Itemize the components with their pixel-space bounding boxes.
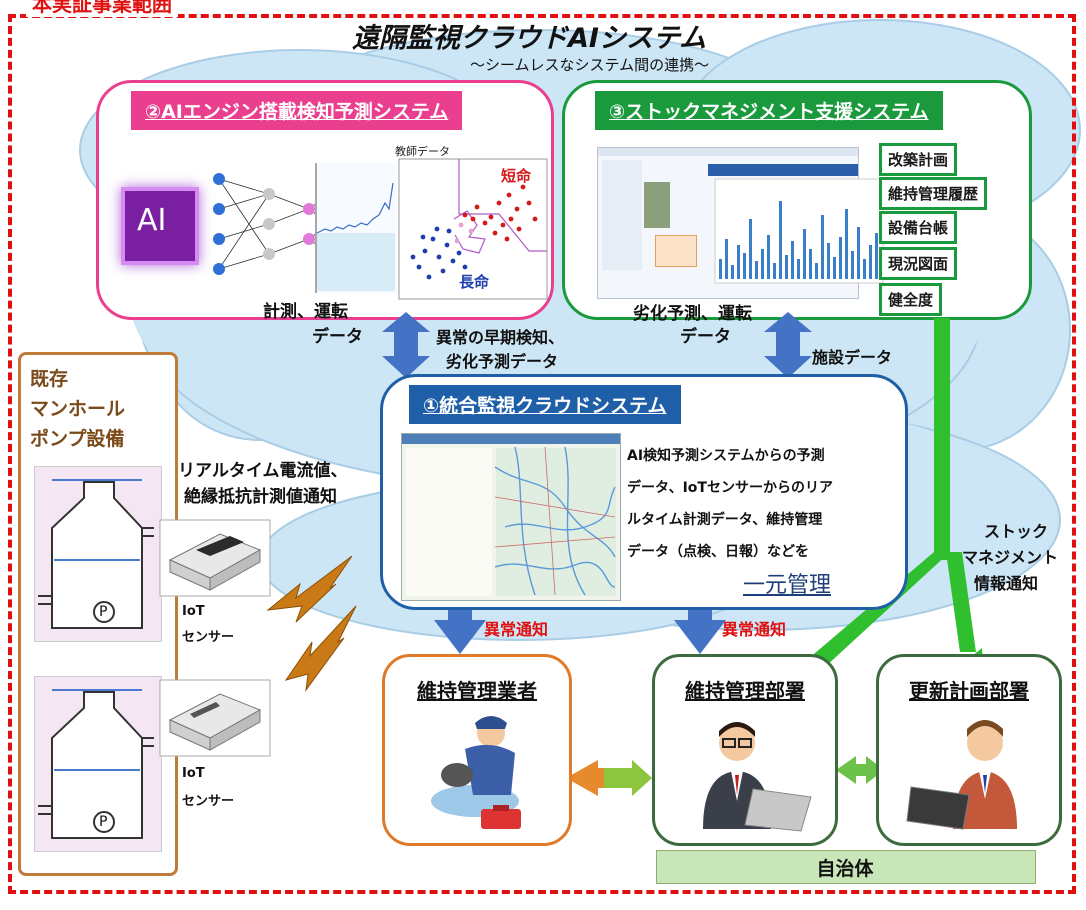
ai-chip-icon: [121, 187, 199, 265]
ai-panel-bottom-label: 計測、運転: [263, 302, 348, 322]
pump-mark-lower: P: [99, 814, 108, 830]
municipality-label: 自治体: [816, 858, 874, 880]
municipality-bar: [656, 850, 1036, 884]
ai-panel-title: ②AIエンジン搭載検知予測システム: [131, 91, 463, 130]
life-scatter-plot: [398, 158, 548, 300]
stock-panel-inner-box: [655, 235, 697, 267]
existing-title-3: ポンプ設備: [30, 428, 125, 450]
alert-label-contractor: 異常通知: [484, 620, 549, 639]
stock-notice-label-2: マネジメント: [962, 548, 1059, 567]
cloud-desc-line-3: ルタイム計測データ、維持管理: [627, 512, 823, 528]
iot-label-lower-2: センサー: [182, 794, 235, 809]
iot-sensor-icon-lower: [159, 679, 271, 757]
office-worker-illustration-2: [906, 720, 1017, 830]
existing-title-2: マンホール: [30, 398, 126, 420]
iot-label-lower-1: IoT: [182, 766, 205, 781]
facility-data-label: 施設データ: [812, 348, 893, 367]
manhole-shape-upper: [38, 479, 154, 629]
project-scope-border: [8, 14, 1076, 894]
ai-detection-panel: ②AIエンジン搭載検知予測システム AI 教師データ: [96, 80, 554, 322]
stock-panel-title: ③ストックマネジメント支援システム: [595, 91, 943, 130]
tag-renovation-plan: 改築計画: [879, 143, 958, 176]
data-label-left: データ: [312, 327, 363, 347]
long-life-label: 長命: [459, 273, 490, 291]
alert-label-maintenance: 異常通知: [722, 620, 787, 639]
realtime-label-1: リアルタイム電流値、: [178, 461, 348, 481]
existing-title-1: 既存: [30, 368, 69, 390]
diagram-title: 遠隔監視クラウドAIシステム: [352, 23, 707, 54]
tag-equipment-ledger: 設備台帳: [879, 211, 958, 244]
integrated-cloud-panel: ①統合監視クラウドシステム AI検知予測システムからの予測 データ、IoTセンサ…: [380, 374, 908, 610]
renewal-dept-title: 更新計画部署: [909, 679, 1029, 703]
worker-illustration: [431, 716, 521, 829]
cloud-panel-title: ①統合監視クラウドシステム: [409, 385, 681, 424]
manhole-shape-lower: [38, 689, 154, 839]
unified-management-label: 一元管理: [743, 573, 832, 598]
iot-label-upper-1: IoT: [182, 604, 205, 619]
stock-notice-label-3: 情報通知: [974, 574, 1039, 593]
early-detection-label-1: 異常の早期検知、: [436, 328, 565, 347]
cloud-desc-line-2: データ、IoTセンサーからのリア: [627, 480, 833, 496]
stock-notice-label-1: ストック: [984, 522, 1049, 541]
maintenance-dept-box: 維持管理部署: [652, 654, 838, 846]
contractor-title: 維持管理業者: [417, 679, 537, 703]
maintenance-dept-title: 維持管理部署: [685, 679, 805, 703]
sensor-trend-graph: [315, 163, 397, 293]
contractor-box: 維持管理業者: [382, 654, 572, 846]
realtime-label-2: 絶縁抵抗計測値通知: [184, 487, 337, 507]
diagram-subtitle: ～シームレスなシステム間の連携～: [470, 56, 710, 74]
stock-bar-chart: [714, 178, 884, 284]
scatter-title: 教師データ: [395, 145, 450, 158]
cloud-desc-line-1: AI検知予測システムからの予測: [627, 448, 825, 464]
stock-management-panel: ③ストックマネジメント支援システム 劣化予測、運転 改築計画 維持管理履歴 設備…: [562, 80, 1032, 324]
cloud-desc-line-4: データ（点検、日報）などを: [627, 544, 809, 560]
stock-panel-bottom-label: 劣化予測、運転: [633, 304, 752, 324]
project-scope-label: 本実証事業範囲: [26, 0, 178, 17]
river-map: [494, 446, 616, 596]
tag-soundness: 健全度: [879, 283, 943, 316]
iot-label-upper-2: センサー: [182, 630, 235, 645]
tag-maintenance-history: 維持管理履歴: [879, 177, 988, 210]
iot-sensor-icon-upper: [159, 519, 271, 597]
tag-current-drawings: 現況図面: [879, 247, 958, 280]
early-detection-label-2: 劣化予測データ: [446, 352, 559, 371]
data-label-right: データ: [680, 327, 731, 347]
pump-mark-upper: P: [99, 604, 108, 620]
short-life-label: 短命: [501, 167, 532, 185]
ai-chip-label: AI: [137, 203, 167, 238]
renewal-dept-box: 更新計画部署: [876, 654, 1062, 846]
office-worker-illustration-1: [703, 722, 812, 832]
